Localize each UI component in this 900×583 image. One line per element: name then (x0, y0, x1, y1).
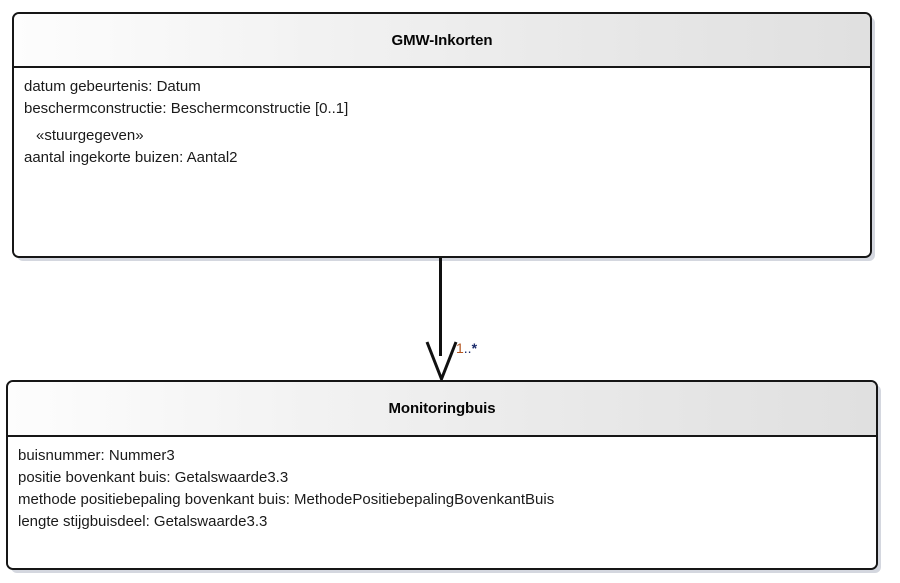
class-attribute: beschermconstructie: Beschermconstructie… (24, 100, 349, 117)
association-arrowhead-icon (425, 341, 458, 384)
association-line (439, 258, 442, 356)
class-attributes-gmw-inkorten: datum gebeurtenis: Datum beschermconstru… (14, 68, 870, 256)
class-header-gmw-inkorten: GMW-Inkorten (14, 14, 870, 68)
association-multiplicity-label: 1..* (456, 341, 477, 356)
multiplicity-lower: 1 (456, 340, 464, 356)
class-attribute: aantal ingekorte buizen: Aantal2 (24, 149, 238, 166)
multiplicity-separator: .. (463, 340, 472, 356)
class-attributes-monitoringbuis: buisnummer: Nummer3 positie bovenkant bu… (8, 437, 876, 568)
uml-class-monitoringbuis[interactable]: Monitoringbuis buisnummer: Nummer3 posit… (6, 380, 878, 570)
multiplicity-upper: * (471, 340, 478, 356)
uml-class-gmw-inkorten[interactable]: GMW-Inkorten datum gebeurtenis: Datum be… (12, 12, 872, 258)
class-attribute-stereotype: «stuurgegeven» (36, 127, 144, 144)
class-attribute: methode positiebepaling bovenkant buis: … (18, 491, 555, 508)
class-attribute: lengte stijgbuisdeel: Getalswaarde3.3 (18, 513, 268, 530)
class-attribute: buisnummer: Nummer3 (18, 447, 175, 464)
class-title-monitoringbuis: Monitoringbuis (388, 400, 496, 417)
class-title-gmw-inkorten: GMW-Inkorten (391, 31, 493, 49)
class-header-monitoringbuis: Monitoringbuis (8, 382, 876, 437)
class-attribute: positie bovenkant buis: Getalswaarde3.3 (18, 469, 289, 486)
class-attribute: datum gebeurtenis: Datum (24, 78, 201, 95)
